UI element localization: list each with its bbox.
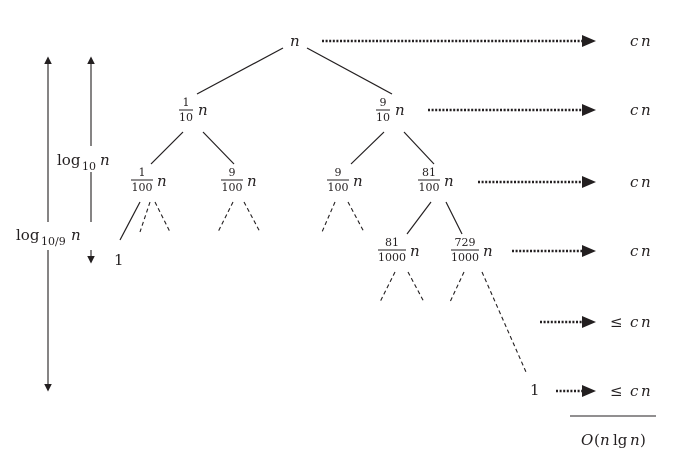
svg-text:10/9: 10/9	[41, 235, 66, 248]
svg-text:n: n	[641, 101, 651, 119]
total-cost: O ( n lg n )	[581, 431, 646, 449]
svg-text:9: 9	[229, 166, 236, 179]
leaf-right: 1	[530, 381, 540, 399]
cost-label-row3: c n	[630, 173, 651, 191]
svg-text:≤: ≤	[610, 382, 623, 400]
svg-text:n: n	[71, 226, 81, 244]
node-l2-c: 9 100 n	[327, 166, 363, 194]
edge-l2a-leaf	[119, 201, 141, 241]
svg-text:n: n	[641, 173, 651, 191]
cost-label-row2: c n	[630, 101, 651, 119]
leaf-left: 1	[114, 251, 124, 269]
edge-l1a-right	[202, 131, 235, 165]
svg-text:c: c	[630, 382, 639, 400]
edge-l1b-left	[350, 131, 385, 165]
svg-text:): )	[640, 431, 646, 449]
svg-text:10: 10	[376, 111, 390, 124]
svg-text:n: n	[641, 242, 651, 260]
svg-text:lg: lg	[613, 431, 628, 449]
svg-text:1000: 1000	[451, 251, 479, 264]
node-l1-left: 1 10 n	[179, 96, 208, 124]
cost-label-row5: ≤ c n	[610, 313, 651, 331]
svg-text:c: c	[630, 101, 639, 119]
svg-text:n: n	[641, 313, 651, 331]
svg-text:c: c	[630, 173, 639, 191]
svg-text:n: n	[198, 101, 208, 119]
svg-text:1000: 1000	[378, 251, 406, 264]
svg-text:c: c	[630, 32, 639, 50]
edge-root-right	[306, 47, 393, 95]
edge-l1b-right	[403, 131, 435, 165]
svg-text:n: n	[641, 382, 651, 400]
svg-text:n: n	[641, 32, 651, 50]
edge-l2d-left	[406, 201, 432, 235]
node-l3-b: 729 1000 n	[451, 236, 493, 264]
svg-text:log: log	[16, 226, 40, 244]
svg-text:10: 10	[82, 160, 96, 173]
cost-label-row4: c n	[630, 242, 651, 260]
cost-label-row6: ≤ c n	[610, 382, 651, 400]
height-label-short: log 10 n	[57, 151, 110, 173]
svg-text:1: 1	[183, 96, 190, 109]
svg-text:n: n	[353, 172, 363, 190]
svg-text:n: n	[444, 172, 454, 190]
svg-text:n: n	[395, 101, 405, 119]
height-label-long: log 10/9 n	[16, 226, 81, 248]
svg-text:n: n	[600, 431, 610, 449]
node-l3-a: 81 1000 n	[378, 236, 420, 264]
svg-text:n: n	[410, 242, 420, 260]
svg-text:81: 81	[385, 236, 399, 249]
node-l2-b: 9 100 n	[221, 166, 257, 194]
cost-label-row1: c n	[630, 32, 651, 50]
edge-to-right-leaf	[481, 271, 527, 373]
node-root: n	[290, 32, 300, 50]
svg-text:9: 9	[335, 166, 342, 179]
svg-text:n: n	[630, 431, 640, 449]
svg-text:100: 100	[132, 181, 153, 194]
svg-text:1: 1	[139, 166, 146, 179]
svg-text:100: 100	[419, 181, 440, 194]
node-l2-a: 1 100 n	[131, 166, 167, 194]
svg-text:n: n	[483, 242, 493, 260]
svg-text:100: 100	[222, 181, 243, 194]
svg-text:100: 100	[328, 181, 349, 194]
svg-text:O: O	[581, 431, 593, 449]
node-l2-d: 81 100 n	[418, 166, 454, 194]
svg-text:c: c	[630, 242, 639, 260]
edge-l2d-right	[445, 201, 463, 235]
node-l1-right: 9 10 n	[376, 96, 405, 124]
tree-edges	[119, 47, 463, 241]
svg-text:729: 729	[455, 236, 476, 249]
svg-text:(: (	[594, 431, 600, 449]
svg-text:81: 81	[422, 166, 436, 179]
svg-text:10: 10	[179, 111, 193, 124]
edge-l1a-left	[150, 131, 184, 165]
svg-text:≤: ≤	[610, 313, 623, 331]
svg-text:n: n	[247, 172, 257, 190]
cost-leaders	[322, 39, 586, 393]
svg-text:n: n	[100, 151, 110, 169]
svg-text:n: n	[157, 172, 167, 190]
svg-text:c: c	[630, 313, 639, 331]
edge-root-left	[196, 47, 284, 95]
svg-text:log: log	[57, 151, 81, 169]
svg-text:9: 9	[380, 96, 387, 109]
dashed-edges	[139, 201, 527, 373]
leader-arrowheads	[582, 35, 596, 397]
